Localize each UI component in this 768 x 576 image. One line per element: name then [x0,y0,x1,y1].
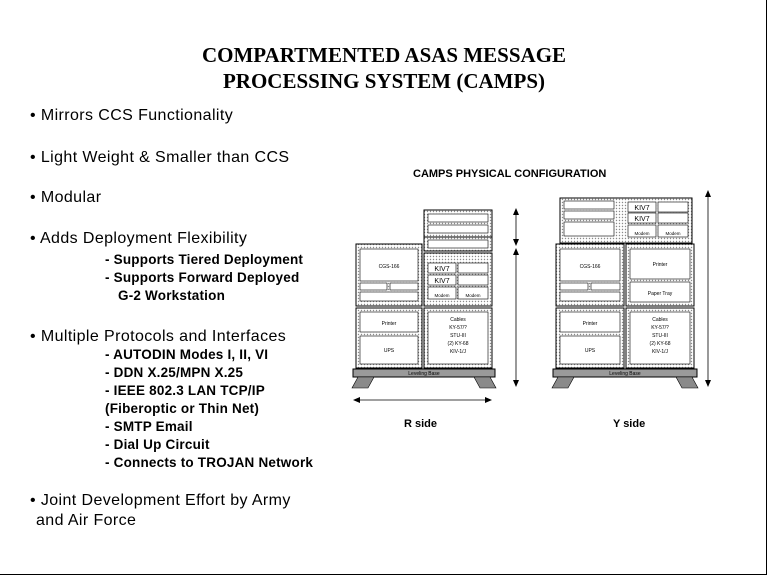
sub-bullet-autodin: - AUTODIN Modes I, II, VI [105,347,269,362]
bullet-light-weight: • Light Weight & Smaller than CCS [30,149,290,166]
r-leveling-base-label: Leveling Base [408,371,440,377]
r-side-rack: CGS-166 KIV7 KIV7 Modem Modem Printer UP… [351,208,519,403]
r-cable-line-1: KY-57/? [449,325,467,331]
r-kiv7-label-1: KIV7 [434,266,449,273]
r-ups-label: UPS [384,348,395,354]
r-cable-line-3: (2) KY-68 [448,341,469,347]
r-cables-label: Cables [450,317,466,323]
bullet-joint-development-cont: and Air Force [36,512,137,529]
bullet-mirrors-ccs: • Mirrors CCS Functionality [30,107,234,124]
y-cgs-label: CGS-166 [580,264,601,270]
r-cable-line-4: KIV-1/J [450,349,467,355]
y-modem-label-2: Modem [665,231,680,236]
r-cable-line-2: STU-III [450,333,466,339]
y-cable-line-2: STU-III [652,333,668,339]
r-cgs-label: CGS-166 [379,264,400,270]
sub-bullet-smtp: - SMTP Email [105,419,193,434]
sub-bullet-ieee: - IEEE 802.3 LAN TCP/IP [105,383,265,398]
slide-title-line-2: PROCESSING SYSTEM (CAMPS) [222,69,546,93]
y-cable-line-1: KY-57/? [651,325,669,331]
sub-bullet-tiered: - Supports Tiered Deployment [105,252,304,267]
sub-bullet-forward: - Supports Forward Deployed [105,270,300,285]
y-cables-label: Cables [652,317,668,323]
r-modem-label-1: Modem [434,293,449,298]
diagram-caption: CAMPS PHYSICAL CONFIGURATION [413,168,607,180]
slide-title-line-1: COMPARTMENTED ASAS MESSAGE [201,43,567,67]
y-leveling-base-label: Leveling Base [609,371,641,377]
r-modem-label-2: Modem [465,293,480,298]
y-side-rack: KIV7 KIV7 Modem Modem CGS-166 Printer Pa… [551,190,711,389]
bullet-protocols: • Multiple Protocols and Interfaces [30,328,287,345]
y-kiv7-label-2: KIV7 [634,216,649,223]
sub-bullet-g2: G-2 Workstation [118,288,226,303]
y-side-label: Y side [613,418,646,430]
y-cable-line-4: KIV-1/J [652,349,669,355]
y-paper-tray-label: Paper Tray [648,291,673,297]
bullet-deployment-flexibility: • Adds Deployment Flexibility [30,230,248,247]
sub-bullet-ddn: - DDN X.25/MPN X.25 [105,365,244,380]
y-kiv7-label-1: KIV7 [634,205,649,212]
r-kiv7-label-2: KIV7 [434,278,449,285]
y-lower-printer-label: Printer [583,321,598,327]
y-modem-label-1: Modem [634,231,649,236]
y-printer-label: Printer [653,262,668,268]
bullet-modular: • Modular [30,189,102,206]
sub-bullet-dialup: - Dial Up Circuit [105,437,210,452]
r-printer-label: Printer [382,321,397,327]
r-side-label: R side [404,418,438,430]
bullet-joint-development: • Joint Development Effort by Army [30,492,291,509]
y-cable-line-3: (2) KY-68 [650,341,671,347]
sub-bullet-fiberoptic: (Fiberoptic or Thin Net) [105,401,260,416]
y-ups-label: UPS [585,348,596,354]
sub-bullet-trojan: - Connects to TROJAN Network [105,455,314,470]
